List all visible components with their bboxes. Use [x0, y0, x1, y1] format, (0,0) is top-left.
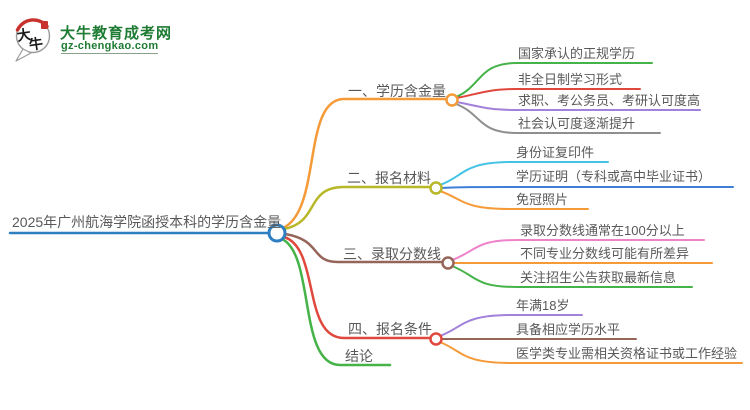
branch-1-child-3[interactable]: 求职、考公务员、考研认可度高	[518, 93, 701, 108]
subline-4-1	[439, 314, 583, 337]
branch-2-child-3[interactable]: 免冠照片	[516, 192, 569, 207]
branch-3-node-circle[interactable]	[441, 256, 455, 270]
subline-1-2	[456, 88, 641, 99]
logo-red-seal	[41, 21, 48, 29]
logo-char-da: 大	[16, 26, 32, 45]
branch-1-child-2[interactable]: 非全日制学习形式	[518, 72, 623, 87]
logo-char-niu: 牛	[28, 35, 44, 54]
branch-4-child-3[interactable]: 医学类专业需相关资格证书或工作经验	[516, 346, 738, 361]
subline-4-3	[439, 341, 743, 364]
branch-line-conclusion	[280, 237, 392, 367]
branch-2-label[interactable]: 二、报名材料	[347, 170, 431, 186]
branch-1-node-circle[interactable]	[445, 93, 459, 107]
branch-line-1	[281, 97, 448, 230]
branch-4-child-1[interactable]: 年满18岁	[516, 298, 570, 313]
branch-line-3	[283, 232, 444, 264]
subline-2-3	[439, 190, 589, 210]
subline-2-2	[440, 186, 734, 189]
subline-1-4	[455, 103, 661, 134]
branch-4-label[interactable]: 四、报名条件	[348, 321, 432, 337]
branch-1-label[interactable]: 一、学历含金量	[348, 83, 446, 99]
branch-3-child-3[interactable]: 关注招生公告获取最新信息	[520, 270, 677, 285]
subline-3-3	[451, 265, 693, 288]
branch-2-node-circle[interactable]	[429, 181, 443, 195]
root-node-circle[interactable]	[267, 223, 287, 243]
logo-site-name: 大牛教育成考网	[60, 25, 173, 42]
logo-badge-icon: 大 牛	[15, 18, 51, 62]
branch-4-node-circle[interactable]	[429, 332, 443, 346]
branch-line-4	[282, 235, 432, 340]
branch-line-2	[282, 185, 432, 231]
subline-3-1	[451, 239, 705, 261]
subline-1-1	[455, 62, 653, 98]
branch-2-child-2[interactable]: 学历证明（专科或高中毕业证书）	[516, 169, 712, 184]
mindmap-root-topic[interactable]: 2025年广州航海学院函授本科的学历含金量	[12, 214, 282, 230]
branch-3-child-1[interactable]: 录取分数线通常在100分以上	[520, 223, 685, 238]
branch-4-child-2[interactable]: 具备相应学历水平	[516, 322, 621, 337]
branch-conclusion-label[interactable]: 结论	[345, 348, 373, 364]
speech-bubble-tail	[15, 48, 32, 62]
branch-1-child-1[interactable]: 国家承认的正规学历	[518, 46, 636, 61]
logo-site-url: gz-chengkao.com	[61, 40, 159, 54]
branch-3-label[interactable]: 三、录取分数线	[343, 246, 441, 262]
branch-3-child-2[interactable]: 不同专业分数线可能有所差异	[520, 246, 690, 261]
branch-1-child-4[interactable]: 社会认可度逐渐提升	[518, 116, 636, 131]
subline-1-3	[456, 101, 701, 111]
branch-2-child-1[interactable]: 身份证复印件	[516, 145, 595, 160]
subline-2-1	[439, 161, 609, 186]
site-logo: 大 牛 大牛教育成考网 gz-chengkao.com	[12, 12, 222, 64]
